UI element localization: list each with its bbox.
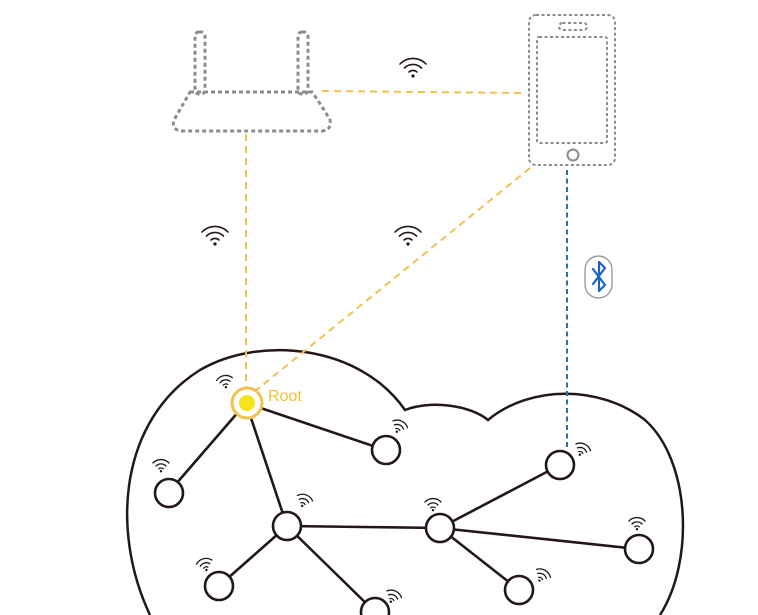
wifi-icon: [152, 458, 170, 474]
wifi-icon: [194, 556, 216, 574]
mesh-nodes: [153, 434, 655, 615]
wifi-icon: [531, 565, 553, 587]
wifi-icon: [293, 491, 315, 511]
wifi-icon: [388, 417, 410, 437]
wifi-links: [245, 90, 531, 393]
link-router-phone: [321, 90, 523, 94]
smartphone-icon: [528, 14, 616, 166]
mesh-node-8: [544, 449, 576, 481]
wifi-icon: [628, 516, 646, 532]
router-icon: [171, 30, 332, 133]
bluetooth-icon: [584, 255, 613, 299]
mesh-node-7: [503, 574, 535, 606]
node-wifi-icons: [152, 373, 646, 607]
mesh-node-9: [623, 533, 655, 565]
wifi-icon: [394, 225, 422, 247]
wifi-icon: [399, 57, 427, 79]
mesh-node-4: [203, 570, 235, 602]
wifi-icon: [215, 373, 235, 391]
mesh-node-5: [359, 596, 391, 615]
mesh-node-3: [271, 510, 303, 542]
mesh-node-2: [370, 434, 402, 466]
root-label: Root: [268, 388, 302, 405]
mesh-node-6: [424, 512, 456, 544]
mesh-node-1: [153, 477, 185, 509]
wifi-icon: [201, 225, 229, 247]
wifi-icon: [424, 497, 442, 513]
mesh-cloud-outline: [125, 348, 685, 615]
root-node: [230, 386, 264, 420]
wifi-icon: [571, 440, 593, 460]
link-phone-root: [253, 167, 531, 393]
